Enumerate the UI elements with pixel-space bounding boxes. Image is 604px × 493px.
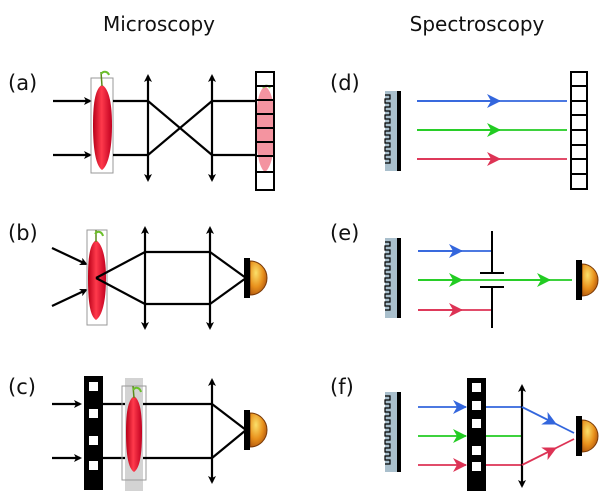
camera-array-icon <box>570 71 588 190</box>
apple-icon <box>121 378 147 491</box>
panel-label-f: (f) <box>330 375 354 399</box>
panel-label-c: (c) <box>8 375 36 399</box>
filter-icon <box>480 231 504 328</box>
detector-icon <box>244 410 268 450</box>
grating-icon <box>384 392 401 472</box>
panel-b: (b) <box>8 221 268 330</box>
camera-array-icon <box>255 71 275 191</box>
panel-label-b: (b) <box>8 221 38 245</box>
panel-a: (a) <box>8 70 275 191</box>
grating-icon <box>384 91 401 171</box>
beam-line <box>211 429 247 459</box>
panel-e: (e) <box>330 221 599 328</box>
beam-line <box>147 100 213 156</box>
red-ray-arrow <box>521 447 557 466</box>
coded-mask-icon <box>467 378 486 491</box>
beam-line <box>95 277 146 305</box>
spectroscopy-header: Spectroscopy <box>410 12 545 36</box>
panel-c: (c) <box>8 375 268 491</box>
input-arrow <box>51 288 88 307</box>
panel-label-d: (d) <box>330 71 360 95</box>
coded-mask-icon <box>84 376 103 490</box>
panel-d: (d) <box>330 71 588 190</box>
microscopy-header: Microscopy <box>103 12 215 36</box>
beam-line <box>209 277 247 305</box>
beam-line <box>211 403 247 431</box>
input-arrow <box>51 247 88 266</box>
panel-f: (f) <box>330 375 599 491</box>
detector-icon <box>576 260 599 300</box>
detector-icon <box>244 258 268 298</box>
detector-icon <box>576 416 599 456</box>
apple-icon <box>86 229 108 326</box>
panel-label-e: (e) <box>330 221 359 245</box>
grating-icon <box>384 238 401 318</box>
panel-label-a: (a) <box>8 71 37 95</box>
beam-line <box>95 251 146 279</box>
beam-line <box>209 251 247 279</box>
apple-icon <box>90 70 114 174</box>
blue-ray-arrow <box>521 406 557 425</box>
